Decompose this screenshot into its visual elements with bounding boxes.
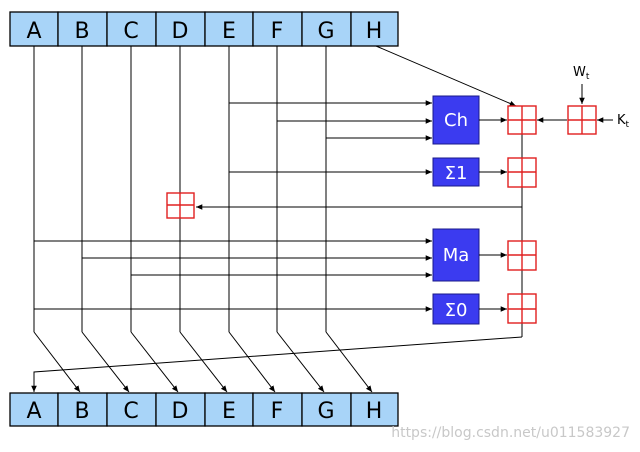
ch-inputs xyxy=(229,100,432,141)
top-register-cell xyxy=(350,11,399,47)
top-register-label: B xyxy=(74,19,89,44)
adder-sigma0 xyxy=(507,293,537,324)
w-label: Wt xyxy=(573,65,590,82)
bottom-register-label: H xyxy=(366,399,383,424)
top-register-cell xyxy=(9,11,59,47)
top-register-cell xyxy=(252,11,303,47)
bottom-register-label: E xyxy=(222,399,236,424)
adder-wk xyxy=(567,105,597,135)
top-register-label: H xyxy=(366,19,383,44)
top-register-label: D xyxy=(172,19,189,44)
bottom-register-cell xyxy=(350,392,399,427)
return-to-a xyxy=(31,336,523,392)
function-sigma1-label: Σ1 xyxy=(445,163,468,184)
top-register-cell xyxy=(57,11,108,47)
vertical-wires xyxy=(33,46,327,332)
wire-h-to-adder xyxy=(375,45,517,107)
top-register-label: E xyxy=(222,19,236,44)
function-ch: Ch xyxy=(432,95,480,145)
adder-ma xyxy=(507,240,537,271)
function-sigma1: Σ1 xyxy=(432,157,480,187)
bottom-register-cell xyxy=(57,392,108,427)
shift-arrow xyxy=(228,331,276,393)
top-register-label: F xyxy=(271,19,284,44)
function-sigma0: Σ0 xyxy=(432,293,480,325)
bottom-register-cell xyxy=(9,392,59,427)
watermark: https://blog.csdn.net/u011583927 xyxy=(391,425,630,441)
function-ma-label: Ma xyxy=(443,245,470,266)
top-register-row: A B C D E F G H xyxy=(9,11,399,47)
bottom-register-label: D xyxy=(172,399,189,424)
k-label: Kt xyxy=(617,113,630,130)
shift-arrow xyxy=(130,331,179,393)
bottom-register-label: B xyxy=(74,399,89,424)
adder-sigma1 xyxy=(507,157,537,188)
shift-arrow xyxy=(276,331,325,393)
shift-arrow xyxy=(81,331,130,393)
function-ma: Ma xyxy=(432,228,480,282)
shift-arrow xyxy=(325,331,373,393)
top-register-label: G xyxy=(317,19,334,44)
ma-inputs xyxy=(34,238,432,278)
bottom-register-label: C xyxy=(123,399,138,424)
shift-arrows xyxy=(33,331,373,393)
bottom-register-label: G xyxy=(317,399,334,424)
bottom-register-cell xyxy=(106,392,157,427)
bottom-register-row: A B C D E F G H xyxy=(9,392,399,427)
function-sigma0-label: Σ0 xyxy=(445,300,468,321)
top-register-label: A xyxy=(26,19,41,44)
shift-arrow xyxy=(33,331,81,393)
bottom-register-label: A xyxy=(26,399,41,424)
adder-ch xyxy=(507,105,537,135)
bottom-register-label: F xyxy=(271,399,284,424)
top-register-label: C xyxy=(123,19,138,44)
adder-d xyxy=(166,192,195,219)
function-ch-label: Ch xyxy=(444,110,468,131)
shift-arrow xyxy=(179,331,228,393)
